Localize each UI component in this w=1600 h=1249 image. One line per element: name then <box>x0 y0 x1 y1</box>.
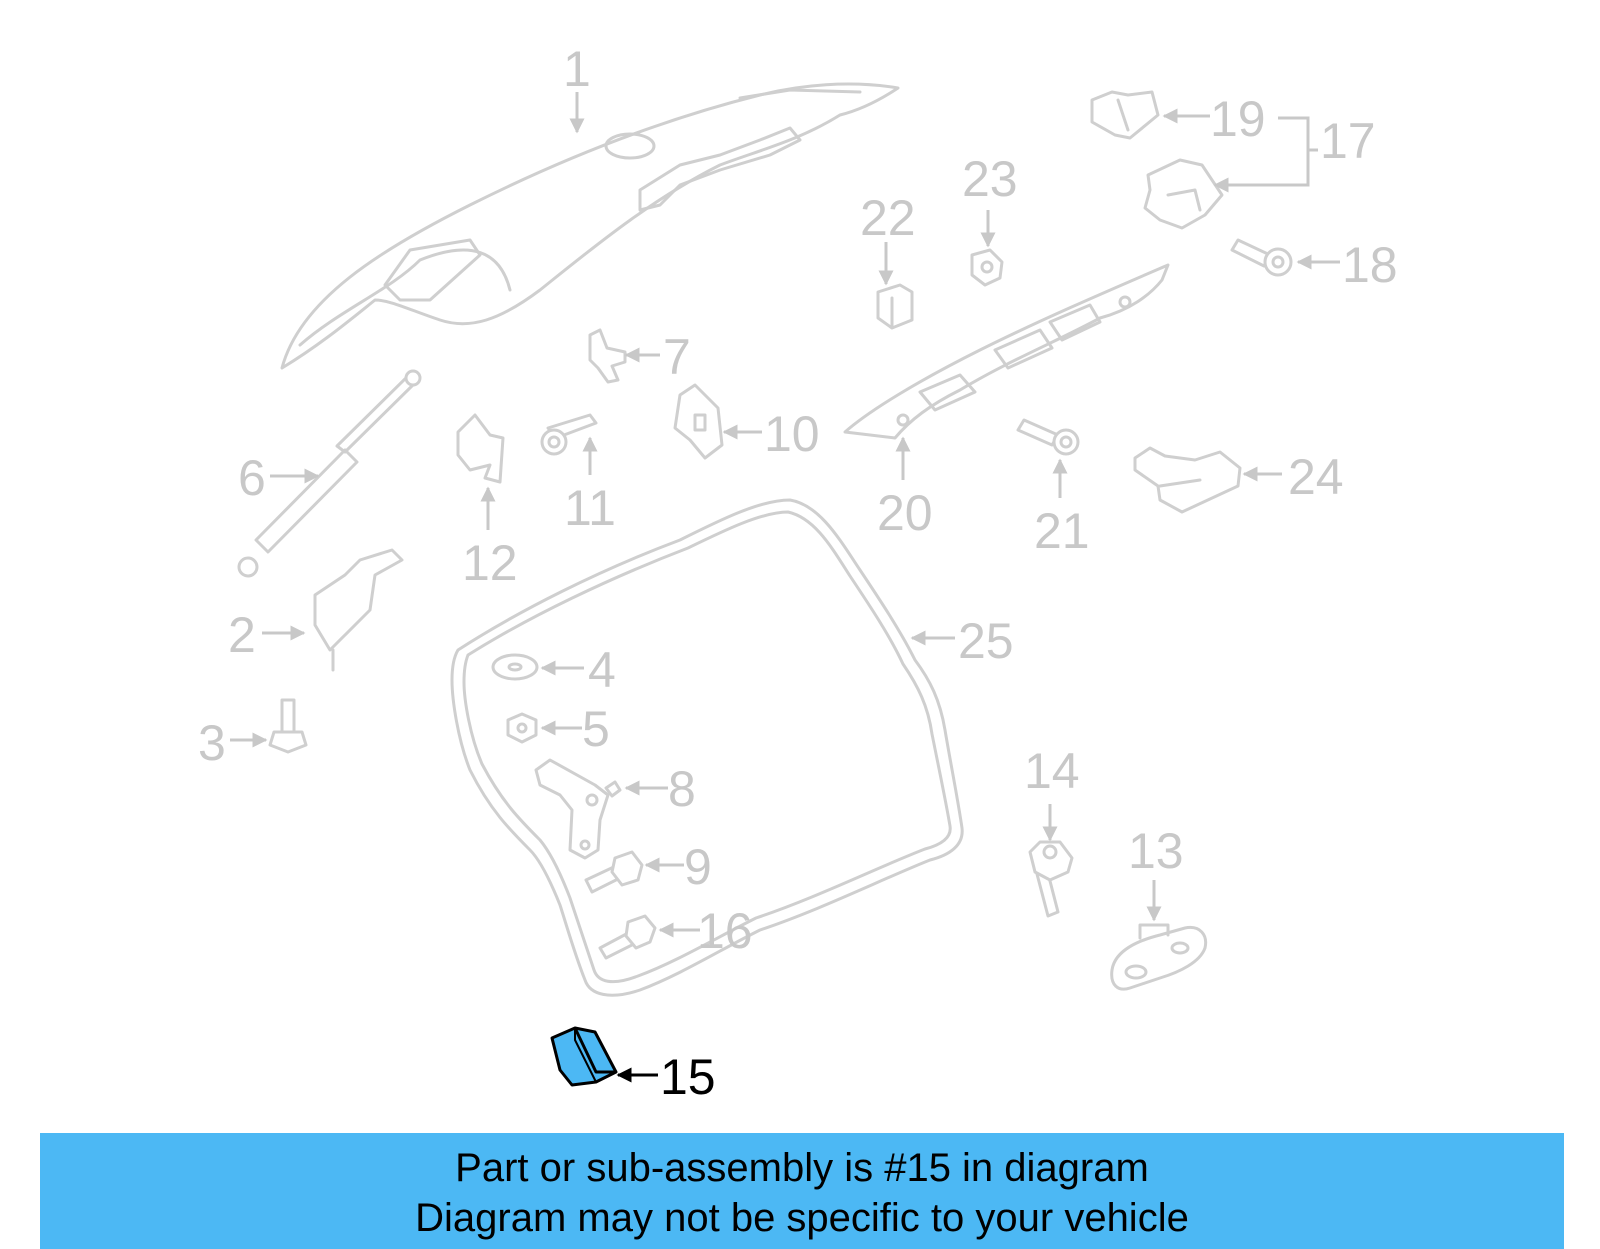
callout-4: 4 <box>588 642 616 698</box>
part-23-nut[interactable] <box>970 248 1004 287</box>
callout-2: 2 <box>228 607 256 663</box>
part-12-bracket[interactable] <box>456 413 505 484</box>
callout-12: 12 <box>462 535 518 591</box>
part-16-bolt[interactable] <box>598 914 657 960</box>
callout-15: 15 <box>660 1049 716 1105</box>
callout-22: 22 <box>860 190 916 246</box>
info-banner: Part or sub-assembly is #15 in diagram D… <box>40 1133 1564 1249</box>
callout-5: 5 <box>582 701 610 757</box>
callout-18: 18 <box>1342 237 1398 293</box>
part-3-bolt[interactable] <box>268 698 308 754</box>
callout-19: 19 <box>1210 91 1266 147</box>
part-7-clip[interactable] <box>588 328 627 384</box>
callout-17: 17 <box>1320 113 1376 169</box>
callout-14: 14 <box>1024 743 1080 799</box>
callout-16: 16 <box>697 903 753 959</box>
part-13-striker[interactable] <box>1110 923 1208 991</box>
part-21-bolt[interactable] <box>1016 418 1080 456</box>
part-9-bolt[interactable] <box>584 850 644 894</box>
callout-23: 23 <box>962 151 1018 207</box>
callout-1: 1 <box>563 41 591 97</box>
part-1-trunk-lid[interactable] <box>280 82 900 370</box>
part-15-bumper-pad-highlighted[interactable] <box>550 1026 618 1087</box>
part-14-bumper-stop[interactable] <box>1028 840 1074 918</box>
part-11-bolt[interactable] <box>540 413 598 456</box>
callout-20: 20 <box>877 485 933 541</box>
callout-11: 11 <box>564 480 616 536</box>
callout-13: 13 <box>1128 823 1184 879</box>
part-24-switch[interactable] <box>1133 446 1242 514</box>
part-19-connector[interactable] <box>1090 90 1160 140</box>
callout-6: 6 <box>238 450 266 506</box>
part-25-weatherstrip[interactable] <box>450 498 964 997</box>
parts-diagram: 1 6 2 3 12 11 7 10 <box>198 41 1398 1105</box>
callout-7: 7 <box>663 329 691 385</box>
part-18-bolt[interactable] <box>1230 238 1293 277</box>
part-5-nut[interactable] <box>506 712 538 744</box>
banner-line-2: Diagram may not be specific to your vehi… <box>415 1196 1189 1240</box>
part-22-clip-nut[interactable] <box>876 283 914 330</box>
part-8-hinge-plate[interactable] <box>534 758 622 860</box>
callout-21: 21 <box>1034 503 1090 559</box>
part-17-latch[interactable] <box>1143 158 1224 230</box>
part-2-hinge[interactable] <box>313 548 404 672</box>
part-20-garnish-panel[interactable] <box>843 263 1170 440</box>
callout-8: 8 <box>668 761 696 817</box>
banner-line-1: Part or sub-assembly is #15 in diagram <box>455 1146 1149 1190</box>
part-10-latch-bracket[interactable] <box>673 383 724 460</box>
callout-24: 24 <box>1288 449 1344 505</box>
part-6-gas-strut[interactable] <box>237 369 422 578</box>
part-4-washer[interactable] <box>491 653 539 681</box>
callout-9: 9 <box>684 839 712 895</box>
callout-3: 3 <box>198 715 226 771</box>
callout-10: 10 <box>764 406 820 462</box>
callout-25: 25 <box>958 613 1014 669</box>
